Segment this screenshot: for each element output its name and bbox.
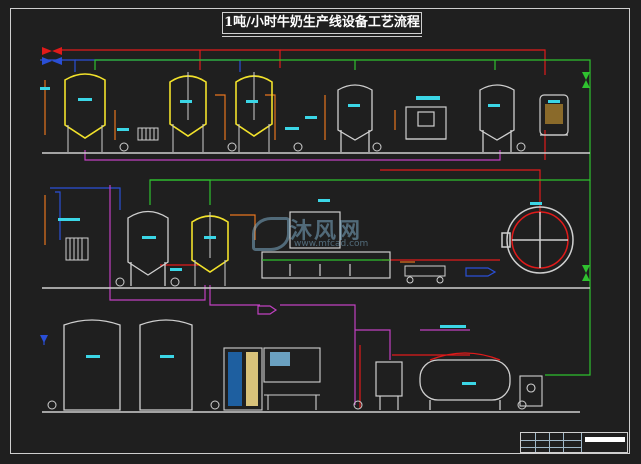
product-line: [94, 59, 591, 376]
conveyor-cart: [404, 265, 446, 284]
inlet-arrow-icon: [257, 305, 278, 315]
watermark-text: 沐风网: [290, 219, 363, 244]
title-underline: [222, 36, 422, 37]
small-tank: [375, 361, 403, 410]
equipment-tags: [40, 87, 560, 385]
title-block: [520, 432, 628, 453]
floor-lines: [42, 152, 590, 413]
flow-arrow-icon: [465, 267, 497, 277]
pump-icon: [47, 142, 527, 410]
filter-coil: [137, 127, 159, 141]
filling-line: [261, 211, 391, 279]
drawing-frame: [10, 8, 630, 454]
water-storage-tank-1: [63, 319, 121, 411]
plate-heat-exchanger: [65, 237, 89, 261]
drawing-title: 1吨/小时牛奶生产线设备工艺流程: [222, 12, 422, 34]
autoclave-sterilizer: [501, 206, 574, 274]
water-storage-tank-2: [139, 319, 193, 411]
storage-tank-1-legs: [67, 125, 103, 152]
steam-line: [60, 49, 546, 408]
pump-cabinet: [519, 375, 543, 407]
buffer-tank: [337, 84, 373, 152]
valve-icon: [40, 47, 590, 343]
boiler: [539, 94, 569, 136]
horizontal-storage-tank: [419, 352, 511, 410]
return-line: [84, 150, 501, 405]
sterilized-tank: [479, 84, 515, 152]
watermark-mark-icon: [252, 217, 290, 251]
water-treatment-unit: [223, 347, 321, 411]
mixing-tank-2: [235, 75, 273, 137]
cooling-tank: [127, 210, 169, 286]
title-block-name-field: [585, 437, 625, 442]
watermark-url: www.mfcad.com: [294, 239, 369, 249]
mixing-tank-1: [169, 75, 207, 137]
watermark-logo: 沐风网 www.mfcad.com: [248, 213, 398, 253]
storage-tank-1: [64, 73, 106, 139]
fermentation-tank: [191, 215, 229, 273]
homogenizer: [405, 106, 447, 140]
